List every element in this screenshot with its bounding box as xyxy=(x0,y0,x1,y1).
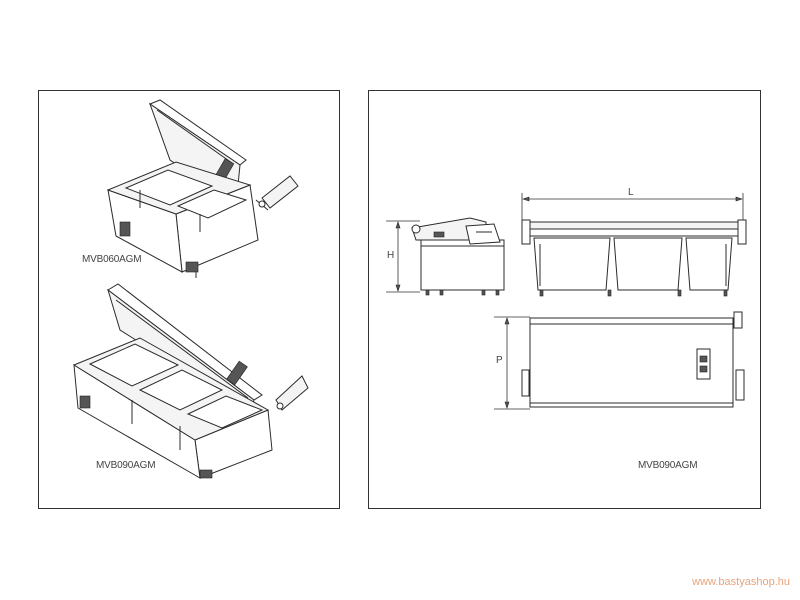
top-view-handle xyxy=(696,348,711,380)
side-view-body xyxy=(420,239,505,291)
front-view-bin-1 xyxy=(533,237,611,291)
compartment-2b xyxy=(138,369,224,411)
compartment-2c xyxy=(186,395,264,429)
compartment-1a xyxy=(124,169,214,206)
model-label-right: MVB090AGM xyxy=(638,460,698,471)
side-view xyxy=(386,217,505,296)
right-panel-orthographic-views xyxy=(368,90,761,509)
front-view-bin-3 xyxy=(685,237,733,291)
watermark-text: www.bastyashop.hu xyxy=(692,576,790,588)
compartment-2a xyxy=(88,343,180,387)
model-label-bottom: MVB090AGM xyxy=(96,460,156,471)
front-view-top-rail xyxy=(525,221,745,230)
compartment-1b xyxy=(176,189,248,219)
hinge-bracket-1 xyxy=(261,175,299,209)
front-view xyxy=(521,193,747,297)
isometric-bin-two-compartments xyxy=(106,99,299,278)
top-view xyxy=(494,311,745,410)
dimension-label-h: H xyxy=(387,250,395,261)
dimension-label-l: L xyxy=(628,187,634,198)
dimension-label-p: P xyxy=(496,355,503,366)
isometric-bin-three-compartments xyxy=(72,283,309,479)
front-view-bin-2 xyxy=(613,237,683,291)
model-label-top: MVB060AGM xyxy=(82,254,142,265)
